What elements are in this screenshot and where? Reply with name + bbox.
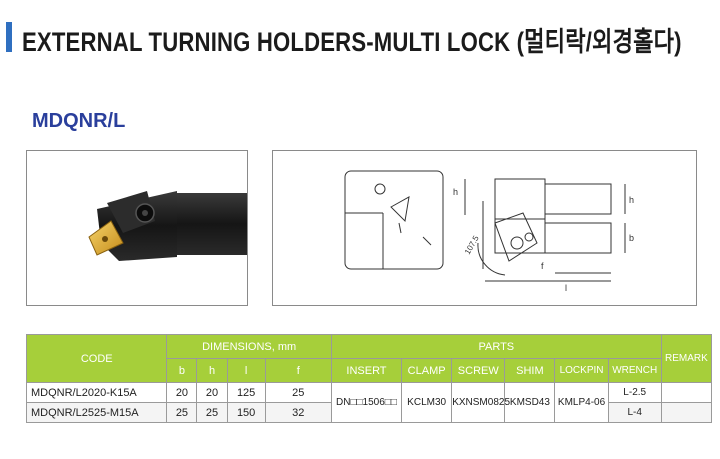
cell-f: 25: [264, 382, 332, 403]
cell-l: 150: [226, 402, 266, 423]
col-header-h: h: [196, 358, 228, 383]
dim-label-b: b: [629, 233, 634, 243]
cell-f: 32: [264, 402, 332, 423]
col-header-code: CODE: [25, 334, 168, 383]
cell-code: MDQNR/L2020-K15A: [25, 382, 168, 403]
cell-clamp: KCLM30: [401, 382, 453, 423]
spec-table: CODE DIMENSIONS, mm PARTS REMARK b h l f…: [25, 334, 713, 423]
table-row: MDQNR/L2020-K15A 20 20 125 25 DN□□1506□□…: [25, 382, 713, 423]
col-header-screw: SCREW: [451, 358, 506, 383]
cell-l: 125: [226, 382, 266, 403]
cell-h: 20: [196, 382, 228, 403]
col-header-parts: PARTS: [330, 334, 662, 359]
col-header-f: f: [264, 358, 332, 383]
dim-label-h-right: h: [629, 195, 634, 205]
col-header-wrench: WRENCH: [607, 358, 662, 383]
cell-lockpin: KMLP4-06: [554, 382, 609, 423]
title-accent-bar: [6, 22, 12, 52]
dim-label-f: f: [541, 261, 544, 271]
col-header-shim: SHIM: [504, 358, 556, 383]
cell-b: 25: [166, 402, 198, 423]
cell-screw: KXNSM0825: [451, 382, 510, 423]
col-header-dimensions: DIMENSIONS, mm: [166, 334, 332, 359]
cell-wrench-1: L-2.5: [607, 382, 662, 403]
cell-b: 20: [166, 382, 198, 403]
col-header-l: l: [226, 358, 266, 383]
cell-shim: KMSD43: [504, 382, 556, 423]
cell-remark-2: [660, 402, 713, 423]
cell-insert: DN□□1506□□: [330, 382, 403, 423]
col-header-lockpin: LOCKPIN: [554, 358, 609, 383]
product-photo: [26, 150, 248, 306]
cell-wrench-2: L-4: [607, 402, 662, 423]
col-header-insert: INSERT: [330, 358, 403, 383]
page-title: EXTERNAL TURNING HOLDERS-MULTI LOCK (멀티락…: [22, 27, 682, 57]
cell-remark-1: [660, 382, 713, 403]
col-header-b: b: [166, 358, 198, 383]
technical-drawing: h h b f l 107.5: [272, 150, 697, 306]
col-header-remark: REMARK: [660, 334, 713, 383]
cell-h: 25: [196, 402, 228, 423]
dim-label-l: l: [565, 283, 567, 293]
model-code: MDQNR/L: [32, 110, 126, 132]
cell-code: MDQNR/L2525-M15A: [25, 402, 168, 423]
tool-holder-illustration: [88, 191, 247, 261]
dimension-drawing: h h b f l 107.5: [344, 170, 634, 293]
table-row: MDQNR/L2525-M15A 25 25 150 32 L-4: [25, 402, 713, 423]
col-header-clamp: CLAMP: [401, 358, 453, 383]
dim-label-h-left: h: [453, 187, 458, 197]
